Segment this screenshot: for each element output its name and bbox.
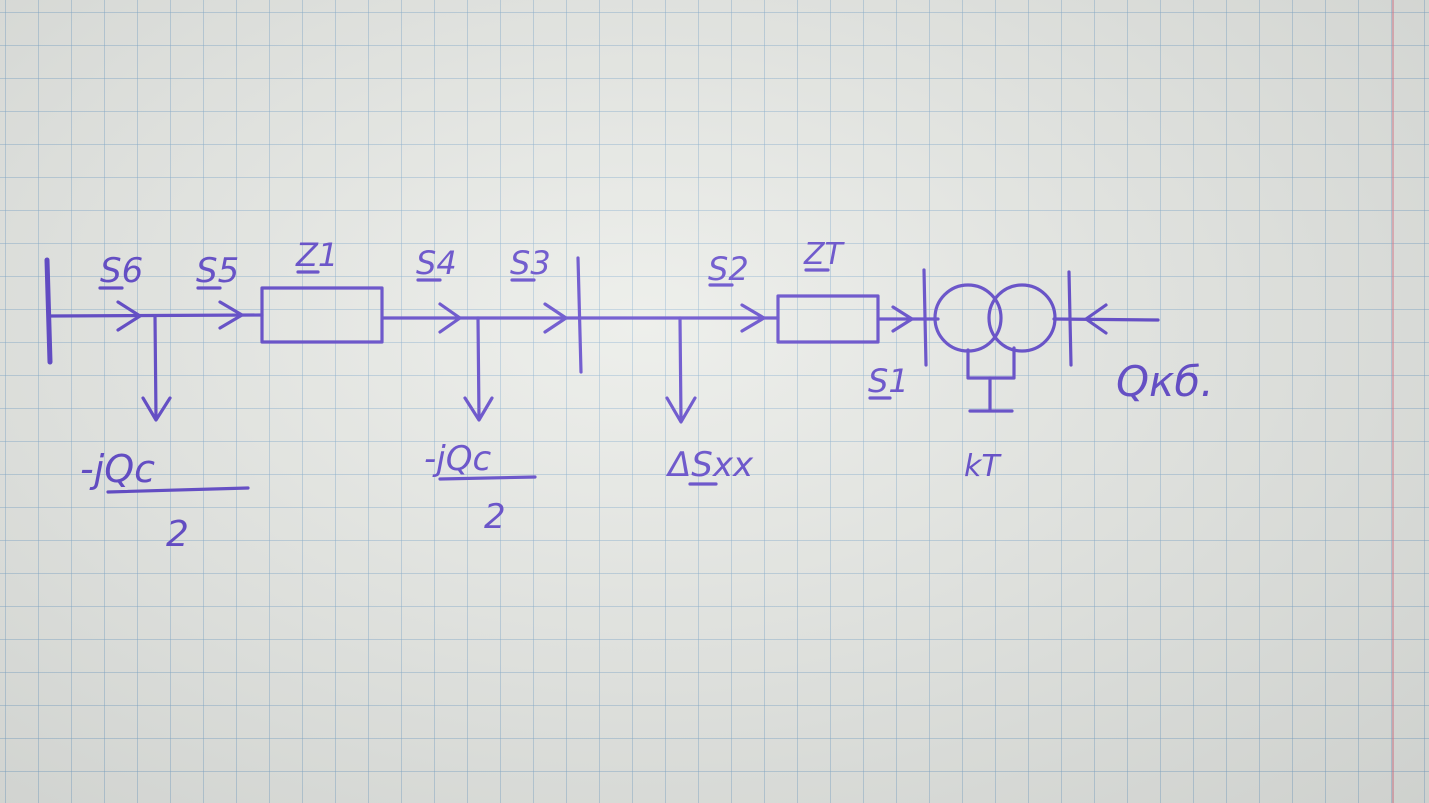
arrow-s5 (218, 300, 244, 330)
arrow-s3 (543, 302, 568, 334)
fraction-bar-2 (438, 475, 537, 481)
busbar-left (44, 257, 53, 365)
impedance-z1-box (260, 286, 384, 344)
label-zt: ZT (803, 237, 846, 272)
arrow-s2 (740, 303, 766, 333)
label-shunt2-numerator: -jQc (424, 439, 491, 479)
label-shunt2-denominator: 2 (484, 497, 506, 537)
shunt-arrow-1 (141, 396, 172, 422)
label-s1: S1 (868, 362, 909, 400)
label-z1: Z1 (295, 236, 338, 274)
line-segment-4 (1052, 317, 1160, 322)
arrow-s6 (116, 300, 142, 332)
fraction-bar-1 (106, 486, 250, 494)
transformer-winding-secondary (987, 283, 1057, 353)
arrow-qkb (1084, 303, 1108, 335)
label-shunt1-numerator: -jQc (80, 447, 155, 491)
transformer-winding-primary (933, 283, 1003, 353)
label-dsxx: ΔSxx (665, 445, 754, 485)
impedance-zt-box (776, 294, 880, 344)
shunt-arrow-2 (463, 396, 494, 422)
shunt-branch-1 (153, 314, 158, 420)
label-s2: S2 (708, 250, 749, 288)
shunt-arrow-3 (665, 396, 697, 424)
label-s6: S6 (100, 251, 143, 291)
busbar-middle (576, 256, 583, 374)
shunt-branch-3 (678, 316, 683, 422)
label-s3: S3 (510, 244, 551, 282)
label-s4: S4 (416, 244, 457, 282)
arrow-s4 (438, 302, 462, 334)
transformer-tap-connector (966, 346, 1016, 380)
label-kt: kT (964, 449, 1002, 484)
shunt-branch-2 (476, 316, 481, 420)
label-s5: S5 (196, 251, 239, 291)
label-shunt1-denominator: 2 (166, 514, 189, 555)
arrow-s1 (891, 305, 914, 333)
label-qkb: Qкб. (1116, 357, 1214, 406)
paper-margin-line (1392, 0, 1394, 803)
